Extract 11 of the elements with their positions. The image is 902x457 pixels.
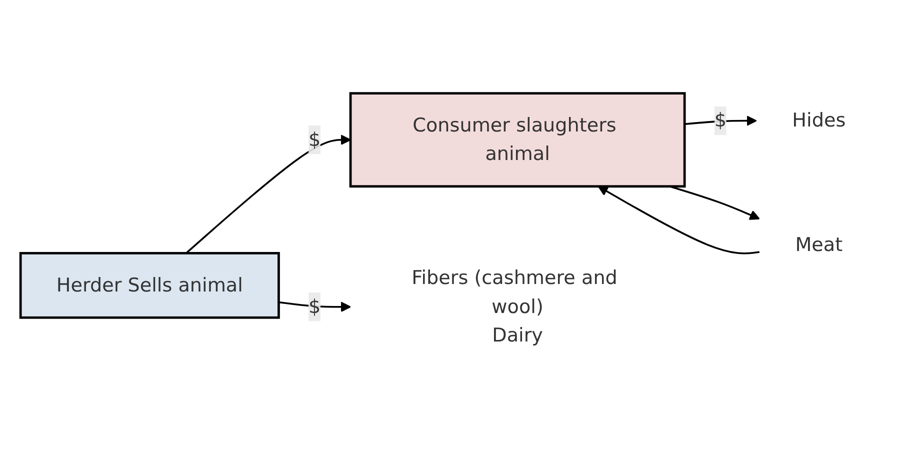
- node-text: Fibers (cashmere and wool) Dairy: [412, 266, 618, 347]
- arrow: [186, 134, 351, 254]
- edge-label: $: [308, 128, 321, 151]
- arrow: [598, 186, 760, 255]
- edge-label: $: [308, 295, 321, 318]
- node-text: Meat: [795, 233, 843, 256]
- node-text: Hides: [792, 109, 846, 132]
- node-box: [349, 92, 686, 188]
- flowchart-drawing: $ $ $ Herder Sells animal Consumer slaughters animal Hides Meat Fibers (cashmere and wool) Dairy: [11, 79, 891, 378]
- edge-label: $: [714, 109, 727, 132]
- node-box: [19, 252, 280, 320]
